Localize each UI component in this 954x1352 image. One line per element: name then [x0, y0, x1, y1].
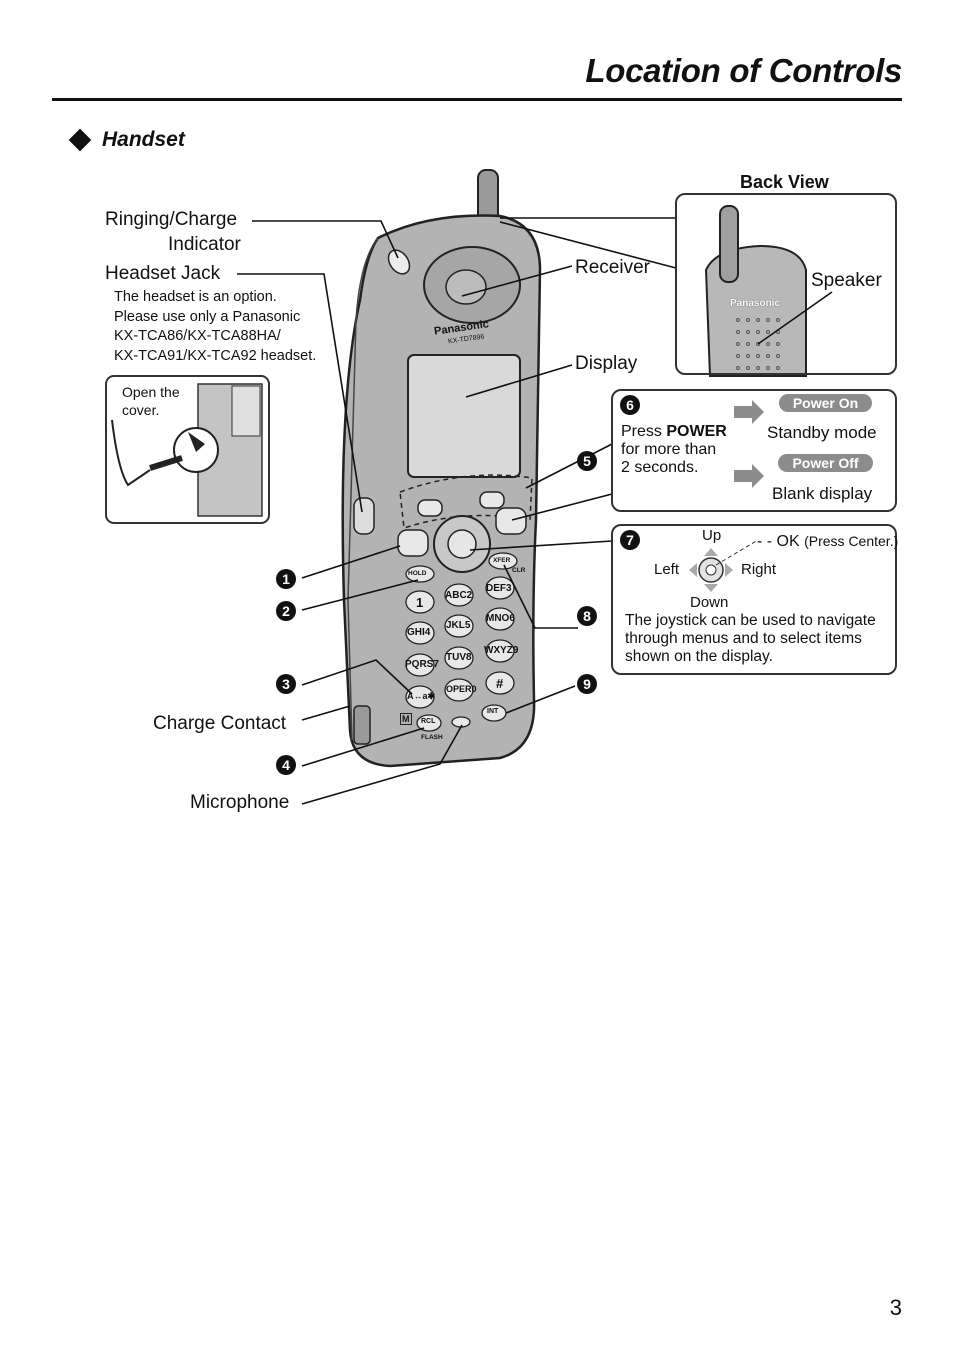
joystick-left: Left — [654, 561, 680, 578]
joystick-ok: - - OK (Press Center.) — [757, 533, 899, 550]
key-1: 1 — [416, 595, 424, 610]
ringing-indicator — [387, 249, 411, 275]
talk-button — [397, 529, 429, 557]
key-3: DEF3 — [486, 583, 512, 594]
key-2: ABC2 — [445, 590, 473, 601]
ringing-label-2: Indicator — [168, 234, 241, 255]
key-4: GHI4 — [407, 627, 431, 638]
joystick-description: The joystick can be used to navigate thr… — [625, 612, 876, 665]
flash-key: FLASH — [421, 734, 443, 741]
headset-jack-label: Headset Jack — [105, 263, 221, 284]
headset-jack — [353, 497, 375, 535]
key-hash: # — [496, 676, 504, 691]
callout-2: 2 — [276, 601, 296, 621]
display-screen — [407, 354, 521, 478]
clr-key: CLR — [512, 567, 526, 574]
xfer-key: XFER — [493, 557, 511, 564]
callout-5: 5 — [577, 451, 597, 471]
callout-8: 8 — [577, 606, 597, 626]
rcl-key: RCL — [421, 718, 436, 725]
open-cover-note: Open the cover. — [122, 384, 180, 418]
receiver-label: Receiver — [575, 257, 650, 278]
key-5: JKL5 — [446, 620, 471, 631]
key-0: OPER0 — [446, 684, 477, 694]
power-button — [495, 507, 527, 535]
callout-1: 1 — [276, 569, 296, 589]
callout-6: 6 — [620, 395, 640, 415]
power-off-badge: Power Off — [778, 454, 873, 472]
standby-mode-label: Standby mode — [767, 423, 877, 442]
charge-contact-label: Charge Contact — [153, 713, 287, 734]
antenna — [477, 169, 499, 223]
callout-3: 3 — [276, 674, 296, 694]
key-8: TUV8 — [446, 652, 472, 663]
power-instruction: Press POWER for more than 2 seconds. — [621, 423, 727, 476]
page-title: Location of Controls — [585, 52, 902, 89]
power-on-badge: Power On — [779, 394, 872, 412]
section-heading: Handset — [68, 128, 185, 152]
callout-9: 9 — [577, 674, 597, 694]
page-number: 3 — [889, 1295, 902, 1320]
m-key: M — [400, 713, 412, 725]
key-6: MNO6 — [486, 613, 515, 624]
back-brand: Panasonic — [730, 298, 781, 309]
key-7: PQRS7 — [405, 659, 439, 670]
joystick-right: Right — [741, 561, 777, 578]
hold-key: HOLD — [408, 570, 427, 577]
microphone-label: Microphone — [190, 792, 290, 813]
key-star: A↔a✱ — [407, 691, 436, 701]
back-view-box — [675, 193, 897, 375]
callout-4: 4 — [276, 755, 296, 775]
back-view-title: Back View — [740, 172, 829, 192]
int-key: INT — [487, 708, 499, 715]
blank-display-label: Blank display — [772, 484, 873, 503]
speaker-label: Speaker — [811, 270, 882, 291]
power-box — [611, 389, 897, 512]
display-label: Display — [575, 353, 638, 374]
title-divider — [52, 98, 902, 101]
ringing-label-1: Ringing/Charge — [105, 209, 238, 230]
section-label: Handset — [102, 128, 185, 151]
joystick-box — [611, 524, 897, 675]
key-9: WXYZ9 — [484, 645, 519, 656]
headset-note: The headset is an option. Please use onl… — [114, 289, 317, 364]
joystick-down: Down — [690, 594, 729, 611]
charge-contact — [353, 705, 371, 745]
joystick-diagram-icon — [689, 539, 759, 592]
joystick-up: Up — [702, 527, 722, 544]
callout-7: 7 — [620, 530, 640, 550]
